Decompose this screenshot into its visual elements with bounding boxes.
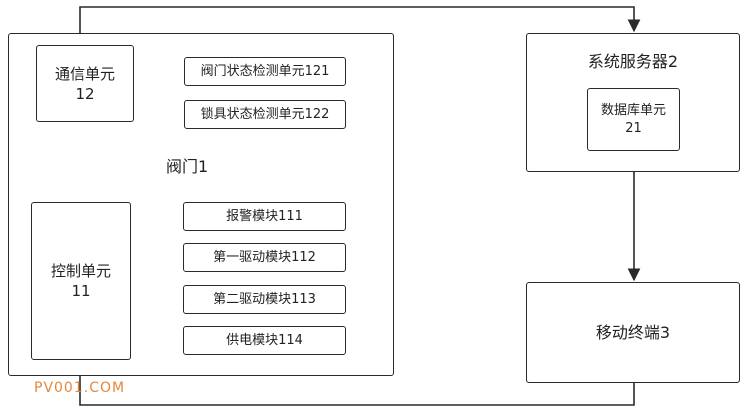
valve-title: 阀门1 (166, 157, 209, 176)
watermark-text: PV001.COM (34, 380, 126, 396)
second-drive-module: 第二驱动模块113 (183, 285, 346, 314)
database-unit-name: 数据库单元 (600, 102, 666, 118)
control-unit-box: 控制单元 11 (31, 202, 131, 360)
database-unit-box: 数据库单元 21 (587, 88, 680, 151)
power-module-label: 供电模块114 (226, 332, 303, 348)
power-module: 供电模块114 (183, 326, 346, 355)
database-unit-id: 21 (625, 120, 642, 136)
comm-unit-id: 12 (75, 84, 95, 103)
server-title: 系统服务器2 (587, 52, 679, 71)
arrow-terminal-to-control (73, 359, 635, 406)
alarm-module: 报警模块111 (183, 202, 346, 231)
mobile-terminal-title: 移动终端3 (595, 322, 671, 342)
first-drive-module: 第一驱动模块112 (183, 243, 346, 272)
comm-unit-box: 通信单元 12 (36, 45, 134, 122)
mobile-terminal-box: 移动终端3 (526, 282, 740, 383)
second-drive-module-label: 第二驱动模块113 (213, 291, 316, 307)
lock-state-detect-label: 锁具状态检测单元122 (200, 106, 330, 122)
comm-unit-name: 通信单元 (54, 64, 115, 83)
lock-state-detect-unit: 锁具状态检测单元122 (184, 100, 346, 129)
first-drive-module-label: 第一驱动模块112 (213, 249, 316, 265)
arrow-comm-to-server (79, 6, 641, 45)
alarm-module-label: 报警模块111 (226, 208, 303, 224)
valve-state-detect-unit: 阀门状态检测单元121 (184, 57, 346, 86)
control-unit-id: 11 (71, 282, 91, 300)
control-unit-name: 控制单元 (50, 262, 111, 280)
valve-state-detect-label: 阀门状态检测单元121 (200, 63, 330, 79)
